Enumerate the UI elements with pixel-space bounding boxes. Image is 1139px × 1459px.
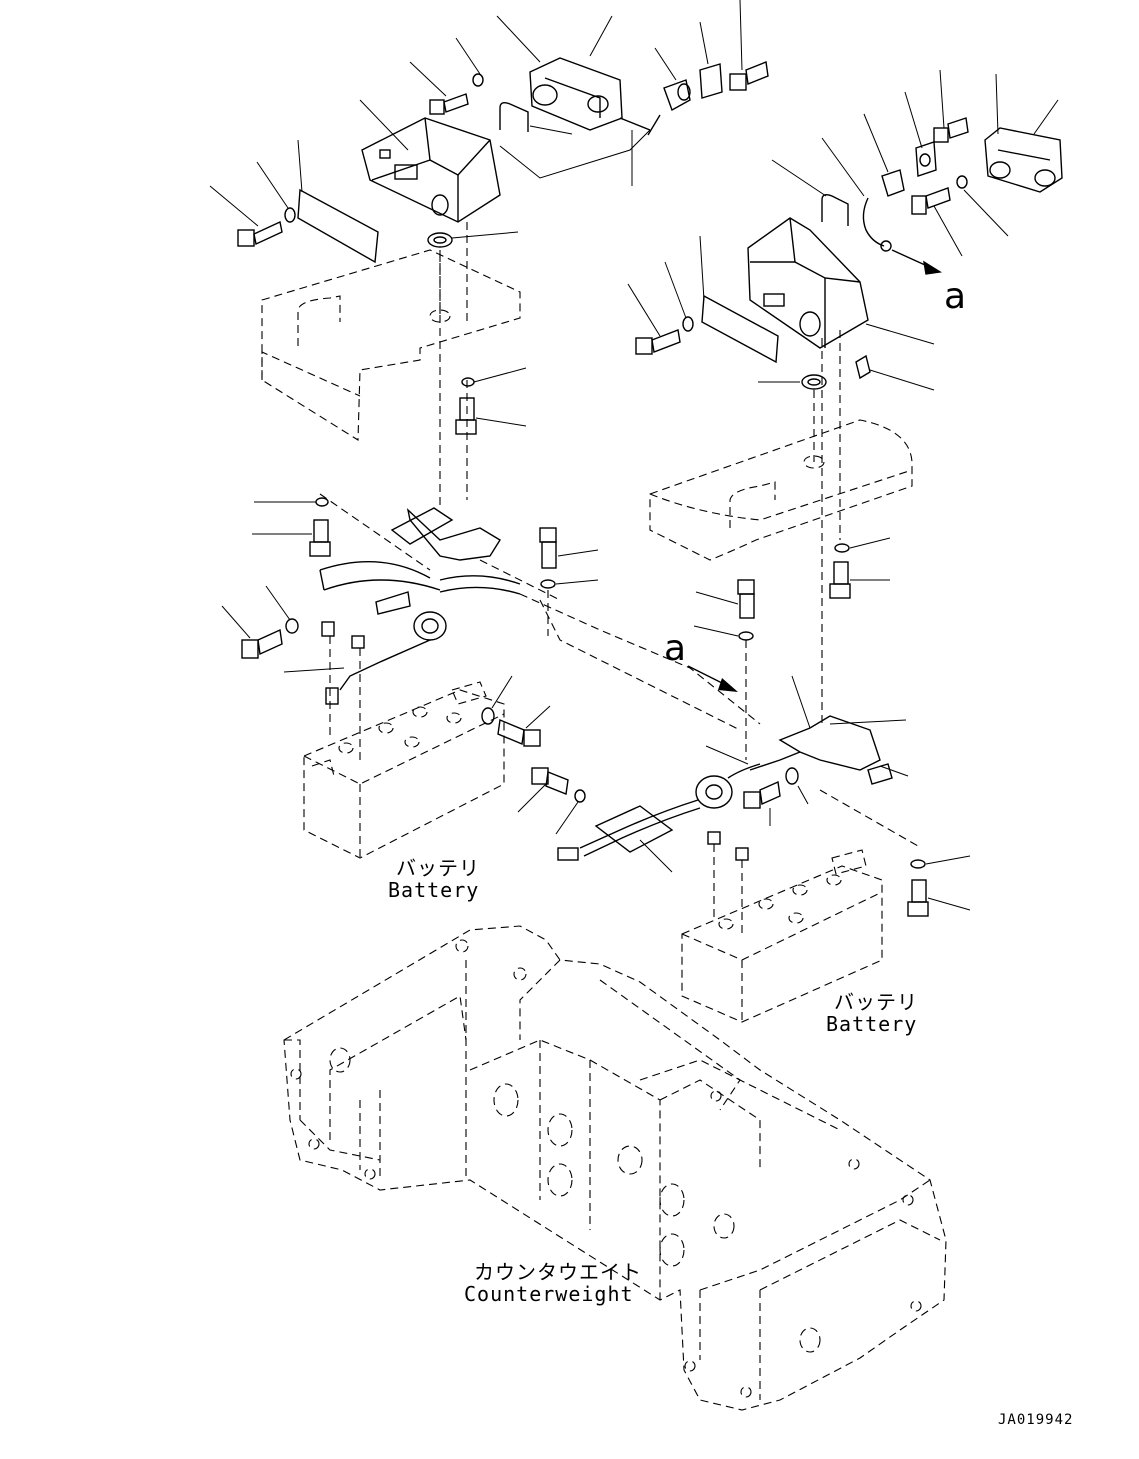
- counterweight-label-en: Counterweight: [464, 1282, 634, 1306]
- leader-lines-right-harness: [639, 338, 909, 873]
- view-reference-a-top: a: [944, 276, 967, 317]
- right-washer-bolt-under-cover: [829, 537, 891, 599]
- battery-right-label-jp: バッテリ: [834, 990, 918, 1014]
- right-lamp-housing: [747, 217, 869, 349]
- right-harness-tag: [594, 805, 674, 853]
- left-bolt-2: [429, 73, 484, 115]
- leader-lines-left-top: [209, 0, 743, 227]
- right-battery-bolt-harness: [743, 767, 809, 826]
- right-harness: [557, 715, 893, 861]
- left-grommet: [427, 231, 519, 248]
- right-harness-lead-a: [862, 197, 942, 275]
- left-lamp-lens-plate: [297, 188, 379, 264]
- left-work-lamp: [529, 57, 651, 131]
- counterweight-frame: [283, 925, 947, 1411]
- left-harness-label-tag: [390, 507, 454, 545]
- left-switch: [647, 63, 723, 136]
- left-harness-dashed-routing: [319, 250, 761, 731]
- right-work-lamp: [984, 127, 1063, 193]
- right-battery-washer-bolt: [819, 789, 971, 917]
- left-washer-bolt-harness: [252, 497, 331, 557]
- counterweight-holes: [290, 939, 922, 1398]
- left-battery-box: [303, 681, 505, 859]
- leader-lines-right-top: [627, 69, 1059, 345]
- right-bolt-side: [911, 175, 968, 215]
- right-switch: [881, 141, 937, 197]
- battery-right-label-en: Battery: [826, 1012, 918, 1036]
- view-arrow-a-mid: [687, 665, 738, 692]
- left-harness-bracket: [319, 507, 521, 705]
- right-lamp-lens-plate: [701, 294, 779, 364]
- drawing-code: JA019942: [998, 1412, 1074, 1428]
- left-terminal-bolt: [221, 585, 299, 659]
- counterweight-label-jp: カウンタウエイト: [474, 1260, 642, 1284]
- left-bolt-1: [237, 207, 296, 247]
- view-reference-a-mid: a: [664, 628, 687, 669]
- left-battery-cover: [261, 222, 521, 441]
- left-washer-bolt-below-cover: [455, 367, 527, 435]
- battery-left-label-en: Battery: [388, 878, 480, 902]
- left-lamp-housing: [361, 117, 501, 223]
- center-right-bolt-washer: [693, 579, 755, 760]
- left-bolt-3: [729, 61, 769, 91]
- right-battery-cover: [649, 330, 913, 561]
- right-battery-box: [681, 849, 883, 1023]
- left-terminal-clamps: [283, 621, 365, 760]
- right-bolt-front: [635, 316, 694, 355]
- right-spring: [855, 354, 935, 391]
- right-u-bracket: [821, 193, 849, 226]
- left-u-bracket: [499, 101, 529, 132]
- battery-left-label-jp: バッテリ: [396, 856, 480, 880]
- right-terminal-bolt: [517, 767, 586, 835]
- right-bolt-top: [933, 117, 969, 143]
- right-terminal-clamps: [707, 831, 749, 934]
- right-grommet: [758, 374, 827, 390]
- center-bolt-washer: [539, 527, 599, 589]
- left-battery-hold-bolt: [481, 675, 551, 747]
